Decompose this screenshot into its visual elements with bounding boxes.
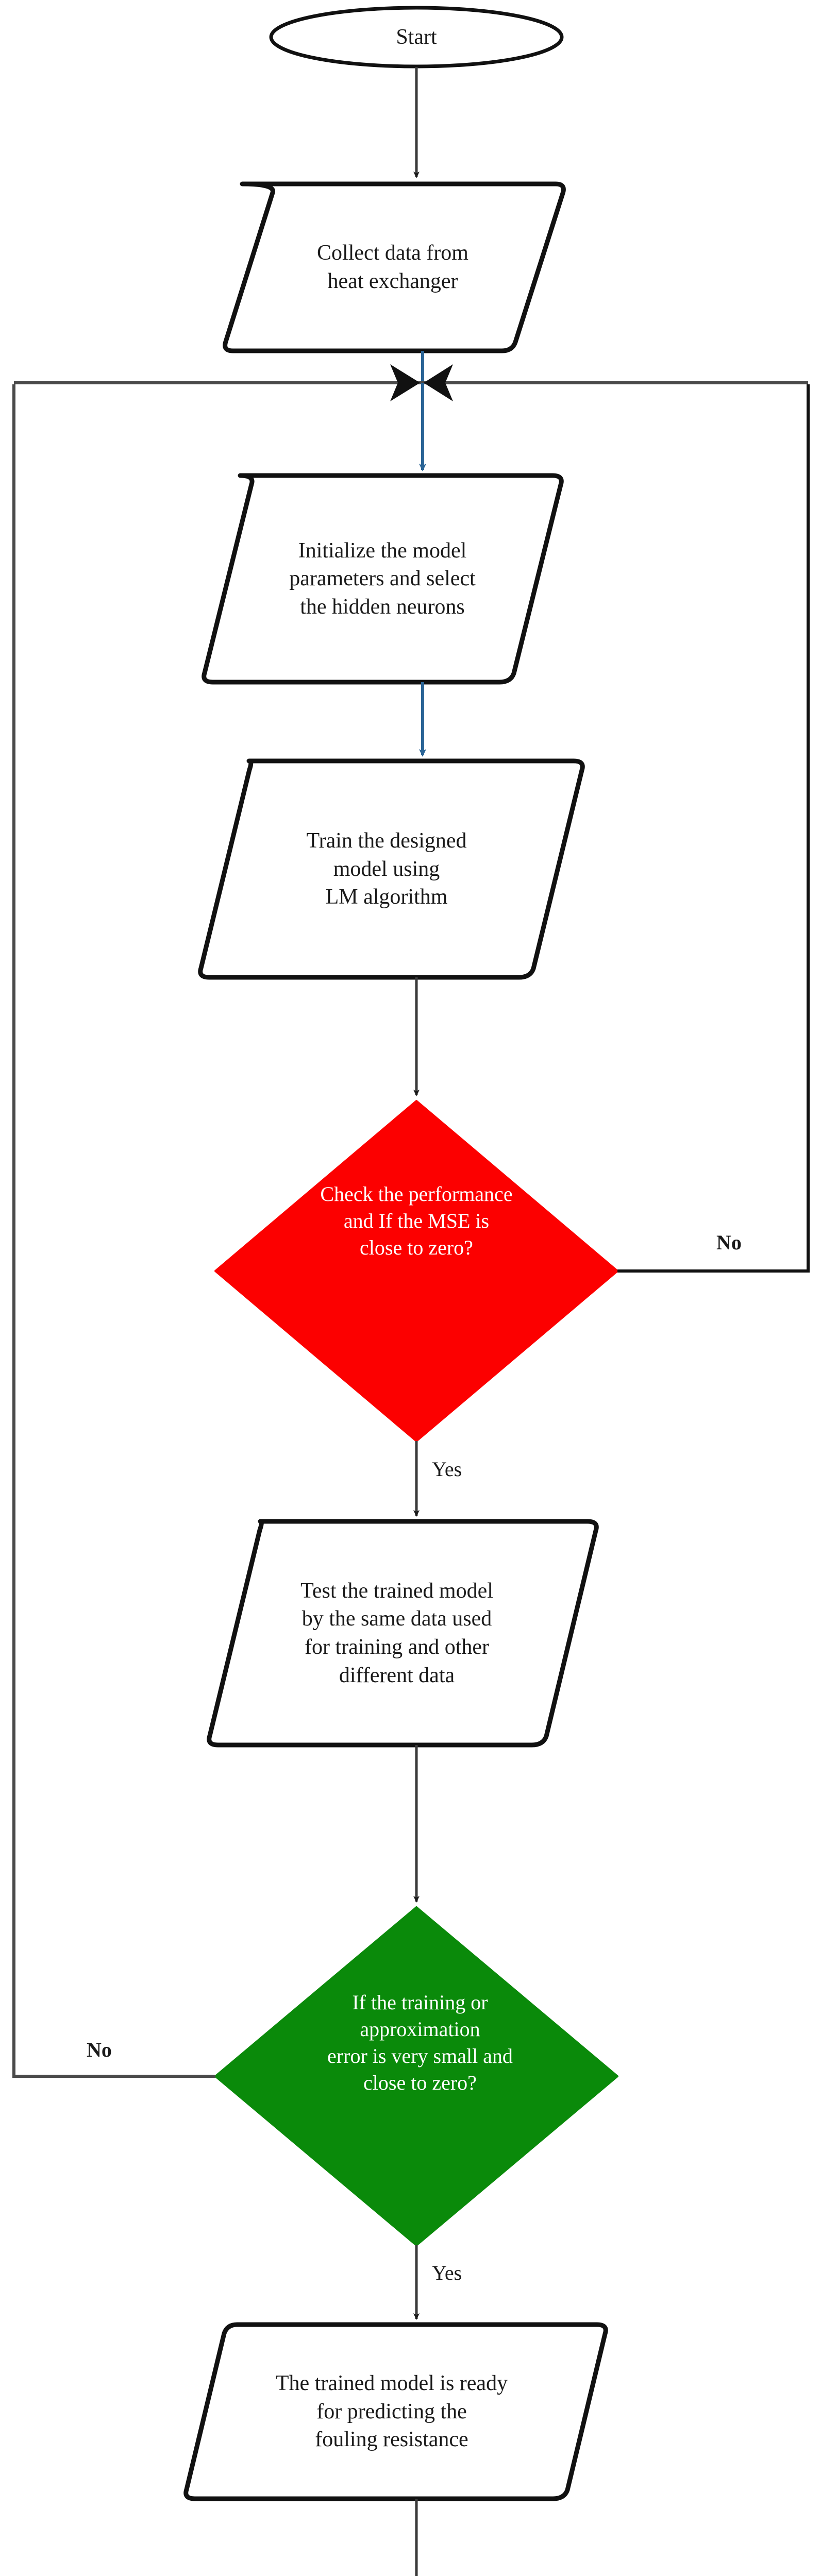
loop-join-arrowhead-right — [424, 364, 453, 401]
node-check-error-shape — [214, 1906, 618, 2246]
edge-label-mse-yes: Yes — [432, 1458, 462, 1481]
edge-check-mse-no — [617, 384, 810, 1273]
node-initialize-model-shape — [202, 473, 564, 685]
node-train-model-shape — [198, 758, 585, 980]
node-start-shape — [269, 6, 564, 69]
edge-label-mse-no: No — [716, 1231, 742, 1254]
node-collect-data-shape — [223, 181, 566, 353]
loop-join-arrowhead-left — [390, 364, 420, 401]
node-model-ready-shape — [183, 2322, 608, 2501]
edge-label-error-no: No — [87, 2038, 112, 2061]
edge-check-error-no — [12, 384, 215, 2078]
node-test-model-shape — [207, 1519, 599, 1748]
edge-label-error-yes: Yes — [432, 2261, 462, 2284]
node-check-mse-shape — [214, 1100, 618, 1442]
